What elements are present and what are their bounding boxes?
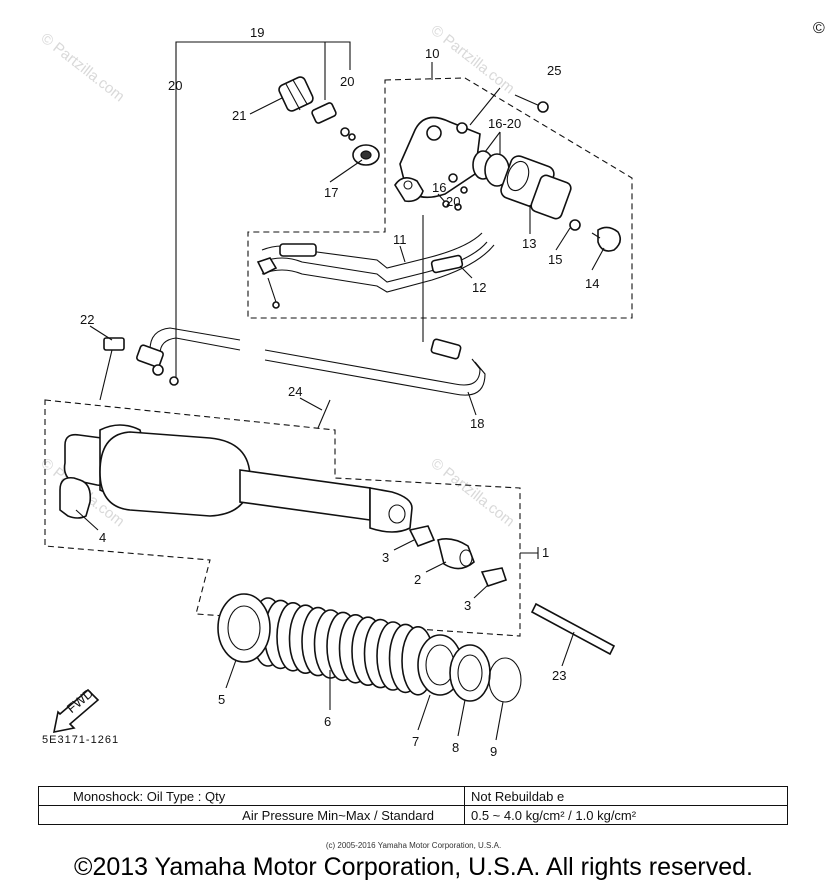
callout-6: 6 <box>324 714 331 729</box>
watermark: © Partzilla.com <box>428 22 518 98</box>
spec-air-label: Air Pressure Min~Max / Standard <box>38 805 465 825</box>
callout-8: 8 <box>452 740 459 755</box>
callout-10: 10 <box>425 46 439 61</box>
callout-11: 11 <box>393 232 407 247</box>
spec-table: Monoshock: Oil Type : Qty Not Rebuildab … <box>38 786 788 825</box>
spec-air-value: 0.5 ~ 4.0 kg/cm² / 1.0 kg/cm² <box>464 805 788 825</box>
callout-17: 17 <box>324 185 338 200</box>
main-copyright: ©2013 Yamaha Motor Corporation, U.S.A. A… <box>74 853 753 881</box>
callout-4: 4 <box>99 530 106 545</box>
spec-oil-value: Not Rebuildab e <box>464 786 788 806</box>
callout-2: 2 <box>414 572 421 587</box>
part-8-ring <box>449 644 491 702</box>
part-20-fitting <box>311 102 356 141</box>
callout-13: 13 <box>522 236 536 251</box>
spec-row-oil: Monoshock: Oil Type : Qty Not Rebuildab … <box>38 786 788 806</box>
part-23-shaft <box>530 602 616 656</box>
leader-lines <box>75 62 605 741</box>
callout-21: 21 <box>232 108 246 123</box>
callout-19: 19 <box>250 25 264 40</box>
part-17-washer <box>352 144 380 166</box>
callout-23: 23 <box>552 668 566 683</box>
spec-row-air: Air Pressure Min~Max / Standard 0.5 ~ 4.… <box>38 805 788 825</box>
callout-9: 9 <box>490 744 497 759</box>
part-18-hose <box>136 327 486 396</box>
part-21-nut <box>278 76 314 112</box>
copyright-symbol: © <box>813 20 825 37</box>
part-6-spring <box>251 597 435 696</box>
callout-5: 5 <box>218 692 225 707</box>
spec-oil-label: Monoshock: Oil Type : Qty <box>38 786 465 806</box>
watermark: © Partzilla.com <box>428 455 518 531</box>
part-24-bolt <box>299 397 331 429</box>
callout-22: 22 <box>80 312 94 327</box>
callout-20: 20 <box>168 78 182 93</box>
callout-25: 25 <box>547 63 561 78</box>
callout-7: 7 <box>412 734 419 749</box>
small-copyright: (c) 2005-2016 Yamaha Motor Corporation, … <box>325 841 502 850</box>
callout-1: 1 <box>542 545 549 560</box>
callout-16: 16 <box>432 180 446 195</box>
part-22-bolt <box>89 325 125 401</box>
part-10-reservoir-group <box>247 77 633 319</box>
callout-20: 20 <box>446 194 460 209</box>
callout-12: 12 <box>472 280 486 295</box>
callout-20: 20 <box>340 74 354 89</box>
callout-15: 15 <box>548 252 562 267</box>
callout-14: 14 <box>585 276 599 291</box>
bracket-19 <box>175 41 351 380</box>
callout-3: 3 <box>382 550 389 565</box>
callout-3: 3 <box>464 598 471 613</box>
watermark: © Partzilla.com <box>38 30 128 106</box>
part-1-shock-assembly <box>44 399 539 637</box>
callout-24: 24 <box>288 384 302 399</box>
callout-18: 18 <box>470 416 484 431</box>
part-9-clip <box>488 657 522 703</box>
drawing-code: 5E3171-1261 <box>42 734 120 746</box>
callout-labels: 19 20 20 21 17 10 25 16-20 16 20 13 15 1… <box>80 25 599 759</box>
part-5-collar <box>217 593 271 663</box>
fwd-arrow-icon: FWD <box>52 685 100 734</box>
callout-16-20: 16-20 <box>488 116 521 131</box>
